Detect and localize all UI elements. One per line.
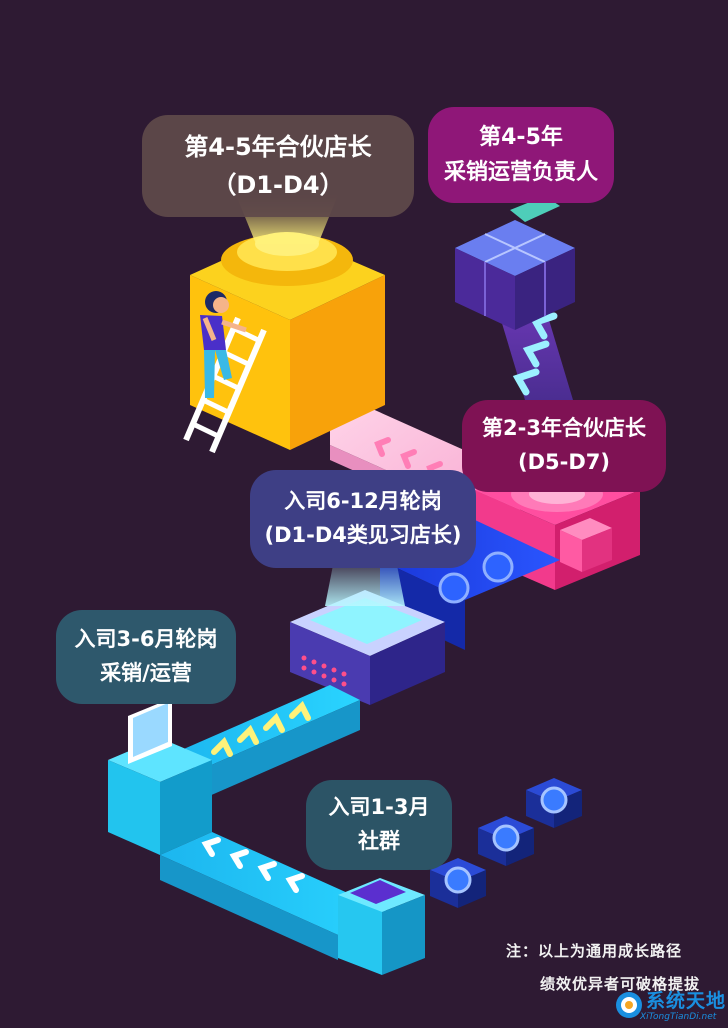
label-purchase-ops-year: 第4-5年 <box>479 124 563 150</box>
footnote-line1: 注：以上为通用成长路径 <box>506 942 683 960</box>
chevron-arrow-icon <box>237 724 259 745</box>
chevron-arrow-icon <box>530 312 558 340</box>
label-purchase-ops-lead: 第4-5年 采销运营负责人 <box>428 107 614 203</box>
label-partner-4-5-year: 第4-5年合伙店长 <box>184 132 372 161</box>
label-rotation-3-6: 入司3-6月轮岗 采销/运营 <box>56 610 236 704</box>
chevron-arrow-icon <box>512 368 540 396</box>
footnote-line2: 绩效优异者可破格提拔 <box>540 975 701 993</box>
watermark-url: XiTongTianDi.net <box>640 1012 717 1022</box>
label-entry-1-3-line2: 社群 <box>358 829 400 853</box>
label-rotation-6-12-line2: (D1-D4类见习店长) <box>264 523 462 547</box>
left-block <box>108 698 212 855</box>
label-entry-1-3-line1: 入司1-3月 <box>328 795 430 820</box>
watermark-title: 系统天地 <box>646 990 727 1012</box>
label-rotation-3-6-line2: 采销/运营 <box>100 661 192 685</box>
cyan-path-lower <box>160 832 390 960</box>
label-rotation-6-12: 入司6-12月轮岗 (D1-D4类见习店长) <box>250 470 476 568</box>
chevron-arrow-icon <box>400 449 417 469</box>
chevron-arrow-icon <box>257 861 277 881</box>
cyan-path-upper <box>170 685 360 800</box>
purple-cube <box>455 196 575 330</box>
label-entry-1-3: 入司1-3月 社群 <box>306 780 452 870</box>
lens-cubes <box>430 778 582 908</box>
label-partner-2-3-grade: (D5-D7) <box>518 450 610 474</box>
label-partner-2-3-year: 第2-3年合伙店长 <box>482 416 646 441</box>
chevron-arrow-icon <box>285 873 305 893</box>
chevron-arrow-icon <box>263 712 285 733</box>
watermark-logo-icon <box>616 992 642 1018</box>
camera-lens-icon <box>438 551 514 604</box>
chevron-arrow-icon <box>522 340 550 368</box>
camera-lens-icon <box>478 816 534 866</box>
person-climbing-icon <box>183 291 267 454</box>
label-partner-4-5: 第4-5年合伙店长 （D1-D4） <box>142 115 414 217</box>
chevron-arrow-icon <box>289 700 311 721</box>
camera-lens-icon <box>526 778 582 828</box>
label-rotation-6-12-line1: 入司6-12月轮岗 <box>284 489 442 514</box>
monitor-icon <box>128 698 172 764</box>
chevron-arrow-icon <box>211 736 233 757</box>
label-partner-2-3: 第2-3年合伙店长 (D5-D7) <box>462 400 666 492</box>
chevron-arrow-icon <box>374 437 391 457</box>
start-block <box>338 878 425 975</box>
label-partner-4-5-grade: （D1-D4） <box>212 171 344 199</box>
label-rotation-3-6-line1: 入司3-6月轮岗 <box>74 627 218 652</box>
camera-lens-icon <box>430 858 486 908</box>
label-purchase-ops-role: 采销运营负责人 <box>443 160 598 185</box>
watermark: 系统天地 XiTongTianDi.net <box>614 986 726 1026</box>
chevron-arrow-icon <box>201 837 221 857</box>
chevron-arrow-icon <box>229 849 249 869</box>
